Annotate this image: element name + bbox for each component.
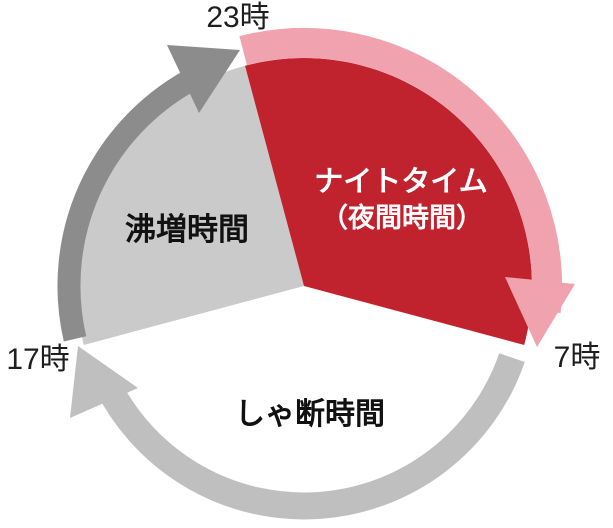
sector-label-cutoff: しゃ断時間 [235, 398, 385, 431]
hour-label-7: 7時 [554, 341, 601, 374]
hour-label-23: 23時 [206, 1, 269, 34]
night-arrow-head-icon [505, 277, 575, 347]
cutoff-arrow-head-icon [70, 346, 138, 418]
cutoff-arrow-arc [95, 353, 525, 520]
hour-label-17: 17時 [6, 343, 69, 376]
sector-label-night-line2: （夜間時間） [321, 202, 483, 233]
boost-arrow-head-icon [167, 45, 240, 113]
sector-night [245, 58, 532, 346]
sector-label-night-line1: ナイトタイム [314, 165, 487, 198]
boost-arrow-arc [57, 60, 214, 342]
night-arrow-arc [239, 27, 563, 313]
sector-label-boost: 沸増時間 [125, 212, 249, 247]
